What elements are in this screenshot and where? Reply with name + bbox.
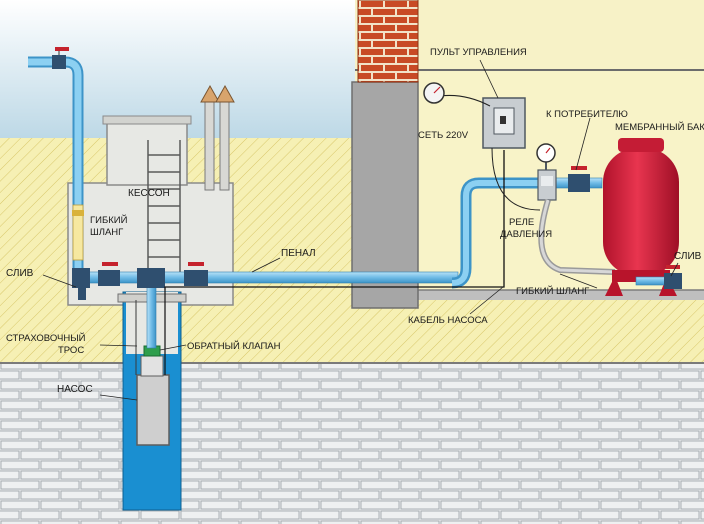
pump-cable <box>164 150 505 290</box>
label-pressure-relay-1: РЕЛЕ <box>509 217 534 228</box>
top-valve <box>52 47 69 69</box>
label-check-valve: ОБРАТНЫЙ КЛАПАН <box>187 340 281 352</box>
label-penal: ПЕНАЛ <box>281 248 316 259</box>
label-kesson: КЕССОН <box>128 188 170 199</box>
label-membrane-tank: МЕМБРАННЫЙ БАК <box>615 121 704 133</box>
label-drain-left: СЛИВ <box>6 268 34 279</box>
label-pump: НАСОС <box>57 384 93 395</box>
label-flexible-hose-right: ГИБКИЙ ШЛАНГ <box>516 285 589 297</box>
caisson-ladder <box>147 140 181 280</box>
riser-pipe <box>146 277 157 349</box>
caisson-neck <box>106 120 188 186</box>
valve-caisson-1 <box>98 262 120 286</box>
label-control-panel: ПУЛЬТ УПРАВЛЕНИЯ <box>430 47 527 58</box>
valve-consumer <box>568 166 590 192</box>
label-flexible-hose-2: ШЛАНГ <box>90 227 123 238</box>
label-safety-rope-2: ТРОС <box>58 345 84 356</box>
vent-cap-1 <box>200 84 220 103</box>
drain-valve-right <box>664 265 682 289</box>
label-drain-right: СЛИВ <box>674 251 702 262</box>
room-floor <box>418 290 704 300</box>
foundation-wall <box>351 81 419 309</box>
brick-ground <box>0 363 704 524</box>
vent-cap-2 <box>215 84 235 103</box>
label-flexible-hose-1: ГИБКИЙ <box>90 214 128 226</box>
vent-pipe-1 <box>204 99 215 191</box>
label-pressure-relay-2: ДАВЛЕНИЯ <box>500 229 552 240</box>
membrane-tank <box>603 138 679 296</box>
pump-body <box>136 374 170 446</box>
label-network-220v: СЕТЬ 220V <box>418 130 469 141</box>
pressure-gauge-icon <box>536 143 556 163</box>
panel-wire-1 <box>491 147 541 211</box>
label-to-consumer: К ПОТРЕБИТЕЛЮ <box>546 109 628 120</box>
label-safety-rope-1: СТРАХОВОЧНЫЙ <box>6 332 86 344</box>
main-pipe <box>77 271 459 284</box>
chimney <box>357 0 419 83</box>
tee-fitting <box>137 268 165 288</box>
drain-valve-left <box>72 268 90 300</box>
voltmeter-icon <box>423 82 445 104</box>
valve-caisson-2 <box>184 262 208 286</box>
vent-pipe-2 <box>219 99 230 191</box>
label-pump-cable: КАБЕЛЬ НАСОСА <box>408 315 488 326</box>
